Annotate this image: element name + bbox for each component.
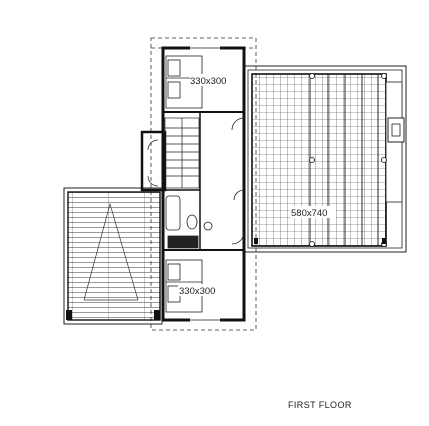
terrace-area	[243, 65, 407, 253]
staircase	[147, 117, 200, 189]
label-bg-bottom	[178, 284, 224, 296]
floor-caption: FIRST FLOOR	[288, 400, 352, 410]
room-label-bedroom-bottom: 330x300	[179, 286, 215, 297]
bathroom-fixtures	[165, 195, 213, 249]
label-bg-terrace	[290, 206, 336, 218]
room-label-bedroom-top: 330x300	[190, 76, 226, 87]
label-bg-top	[190, 74, 236, 86]
room-label-terrace: 580x740	[291, 208, 327, 219]
doors	[190, 46, 245, 322]
balcony-area	[63, 187, 163, 325]
